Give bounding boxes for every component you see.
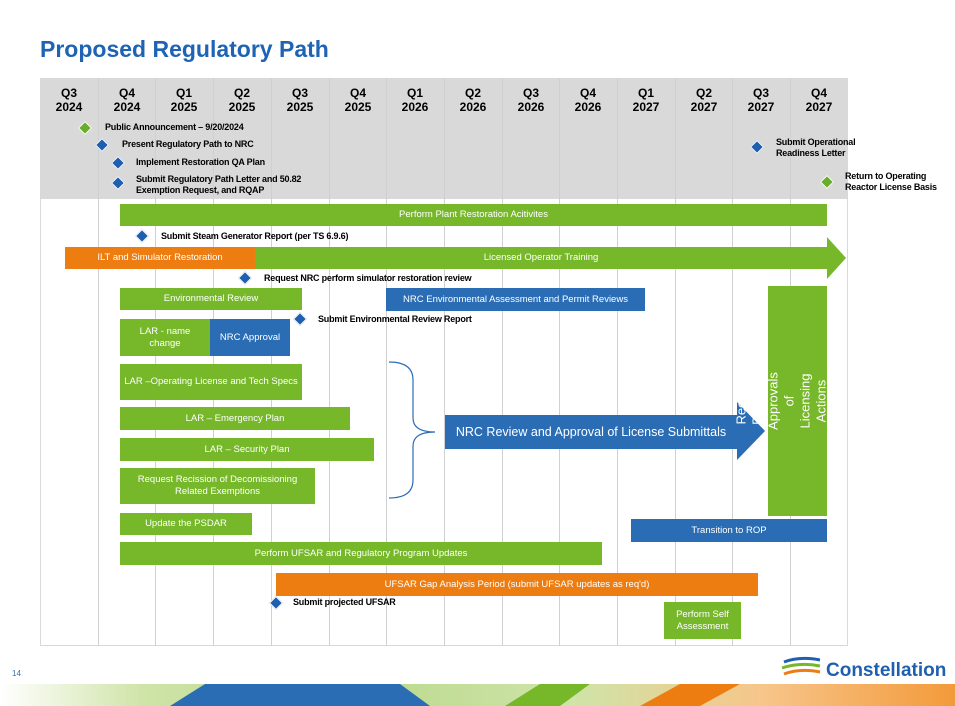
quarter-gridline bbox=[155, 78, 156, 646]
bar-lar-name-change: LAR - name change bbox=[120, 319, 210, 356]
bar-nrc-approval: NRC Approval bbox=[210, 319, 290, 356]
milestone-env-review-report: Submit Environmental Review Report bbox=[318, 314, 472, 324]
year-label: 2026 bbox=[401, 100, 429, 114]
year-label: 2025 bbox=[286, 100, 314, 114]
quarter-label: Q4 bbox=[118, 86, 135, 100]
year-label: 2024 bbox=[113, 100, 141, 114]
quarter-gridline bbox=[732, 78, 733, 646]
bar-lar-security: LAR – Security Plan bbox=[120, 438, 374, 461]
year-label: 2024 bbox=[55, 100, 83, 114]
bundled-approvals-label: Receive Bundled Approvals of Licensing A… bbox=[733, 370, 861, 432]
year-label: 2027 bbox=[805, 100, 833, 114]
quarter-label: Q3 bbox=[60, 86, 77, 100]
quarter-label: Q3 bbox=[752, 86, 769, 100]
quarter-label: Q4 bbox=[810, 86, 827, 100]
quarter-gridline bbox=[444, 78, 445, 646]
milestone-return-operating: Return to Operating Reactor License Basi… bbox=[845, 171, 937, 192]
quarter-gridline bbox=[329, 78, 330, 646]
year-label: 2025 bbox=[344, 100, 372, 114]
milestone-submit-operational: Submit Operational Readiness Letter bbox=[776, 137, 856, 158]
bar-ilt-simulator: ILT and Simulator Restoration bbox=[65, 247, 255, 269]
milestone-present-path: Present Regulatory Path to NRC bbox=[122, 139, 254, 149]
bar-transition-rop: Transition to ROP bbox=[631, 519, 827, 542]
bar-update-psdar: Update the PSDAR bbox=[120, 513, 252, 535]
bar-nrc-review-approval: NRC Review and Approval of License Submi… bbox=[445, 415, 737, 449]
quarter-gridline bbox=[98, 78, 99, 646]
footer-decoration bbox=[0, 684, 955, 706]
milestone-simulator-review: Request NRC perform simulator restoratio… bbox=[264, 273, 472, 283]
nrc-review-arrowhead bbox=[737, 402, 765, 460]
quarter-label: Q4 bbox=[349, 86, 366, 100]
quarter-gridline bbox=[502, 78, 503, 646]
quarter-label: Q3 bbox=[291, 86, 308, 100]
bar-env-review: Environmental Review bbox=[120, 288, 302, 310]
milestone-projected-ufsar: Submit projected UFSAR bbox=[293, 597, 396, 607]
quarter-gridline bbox=[386, 78, 387, 646]
year-label: 2026 bbox=[459, 100, 487, 114]
nrc-review-approval-label: NRC Review and Approval of License Submi… bbox=[455, 425, 727, 439]
grouping-brace bbox=[388, 361, 436, 499]
milestone-steam-generator: Submit Steam Generator Report (per TS 6.… bbox=[161, 231, 349, 241]
bar-licensed-operator: Licensed Operator Training bbox=[255, 247, 827, 269]
quarter-label: Q1 bbox=[406, 86, 423, 100]
bar-lar-operating-license: LAR –Operating License and Tech Specs bbox=[120, 364, 302, 400]
year-label: 2025 bbox=[170, 100, 198, 114]
page-number: 14 bbox=[12, 669, 21, 678]
quarter-gridline bbox=[213, 78, 214, 646]
quarter-label: Q2 bbox=[464, 86, 481, 100]
bar-ufsar-updates: Perform UFSAR and Regulatory Program Upd… bbox=[120, 542, 602, 565]
quarter-gridline bbox=[559, 78, 560, 646]
year-label: 2027 bbox=[747, 100, 775, 114]
quarter-label: Q1 bbox=[175, 86, 192, 100]
quarter-label: Q4 bbox=[579, 86, 596, 100]
quarter-gridline bbox=[675, 78, 676, 646]
milestone-submit-path-letter: Submit Regulatory Path Letter and 50.82 … bbox=[136, 174, 302, 195]
bar-ufsar-gap: UFSAR Gap Analysis Period (submit UFSAR … bbox=[276, 573, 758, 596]
licensed-operator-arrowhead bbox=[827, 237, 846, 279]
quarter-label: Q2 bbox=[233, 86, 250, 100]
quarter-label: Q1 bbox=[637, 86, 654, 100]
bar-bundled-approvals: Receive Bundled Approvals of Licensing A… bbox=[734, 286, 861, 516]
logo-text: Constellation bbox=[826, 660, 947, 681]
bar-lar-emergency: LAR – Emergency Plan bbox=[120, 407, 350, 430]
quarter-label: Q3 bbox=[522, 86, 539, 100]
quarter-gridline bbox=[271, 78, 272, 646]
bar-nrc-env-assessment: NRC Environmental Assessment and Permit … bbox=[386, 288, 645, 311]
year-label: 2026 bbox=[574, 100, 602, 114]
year-label: 2027 bbox=[690, 100, 718, 114]
bar-self-assessment: Perform Self Assessment bbox=[664, 602, 741, 639]
bar-recission: Request Recission of Decomissioning Rela… bbox=[120, 468, 315, 504]
page-title: Proposed Regulatory Path bbox=[40, 36, 329, 62]
quarter-gridline bbox=[617, 78, 618, 646]
year-label: 2025 bbox=[228, 100, 256, 114]
milestone-restoration-qa: Implement Restoration QA Plan bbox=[136, 157, 265, 167]
bar-plant-restoration: Perform Plant Restoration Acitivites bbox=[120, 204, 827, 226]
year-label: 2027 bbox=[632, 100, 660, 114]
year-label: 2026 bbox=[517, 100, 545, 114]
quarter-label: Q2 bbox=[695, 86, 712, 100]
milestone-public-announcement: Public Announcement – 9/20/2024 bbox=[105, 122, 244, 132]
logo-icon bbox=[781, 656, 821, 676]
